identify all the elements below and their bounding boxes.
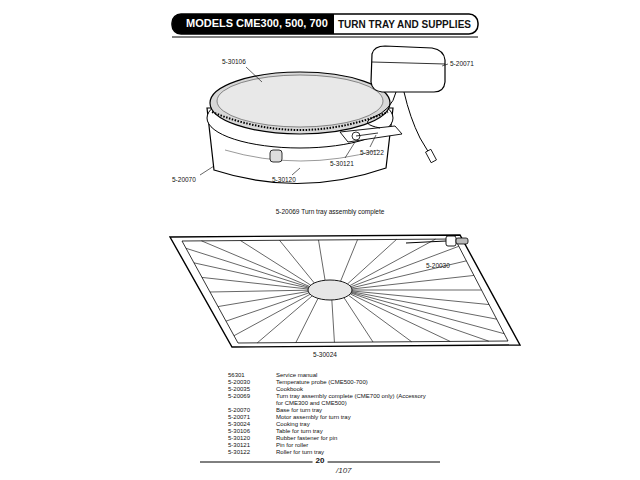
probe-handle	[446, 236, 456, 246]
pin	[356, 133, 378, 136]
part-description: Cookbook	[276, 386, 426, 393]
header-frame	[172, 14, 478, 34]
tray-rib	[202, 277, 308, 289]
tray-ribs	[186, 239, 504, 343]
handwritten-note: /107	[336, 467, 352, 476]
callout-number: 5-20070	[172, 176, 196, 183]
plug	[426, 149, 437, 162]
part-number: 5-20069	[228, 393, 250, 400]
tray-rib	[350, 294, 450, 341]
leader-line	[246, 67, 262, 82]
leader-line	[292, 168, 300, 175]
base-shading	[225, 150, 378, 161]
tray-rib	[344, 298, 373, 342]
part-description: Roller for turn tray	[276, 449, 426, 456]
tray-rib	[348, 239, 397, 284]
leader-line	[200, 166, 214, 175]
header-rule	[172, 37, 478, 38]
tray-rib	[352, 292, 497, 319]
tray-rib	[351, 292, 504, 333]
tray-rib	[241, 241, 311, 286]
tray-rib	[210, 290, 308, 292]
tray-rib	[280, 240, 315, 283]
callout-number: 5-30122	[360, 149, 384, 156]
part-description: Pin for roller	[276, 442, 426, 449]
header-black-band	[172, 14, 334, 34]
leader-line	[442, 64, 448, 66]
callout-number: 5-20030	[426, 262, 450, 269]
page-title: MODELS CME300, 500, 700	[186, 17, 328, 29]
tray-rib	[257, 296, 312, 343]
tray-rib	[234, 294, 310, 335]
tray-rib	[352, 275, 474, 289]
tray-rib	[226, 293, 309, 321]
part-description: Cooking tray	[276, 421, 426, 428]
tray-rib	[319, 240, 326, 280]
turn-table-inner	[217, 75, 383, 127]
roller-bracket	[340, 126, 402, 142]
section-title: TURN TRAY AND SUPPLIES	[338, 19, 471, 30]
part-number: 5-20035	[228, 386, 250, 393]
motor-cable	[404, 92, 432, 158]
part-description: Rubber fastener for pin	[276, 435, 426, 442]
tray-rib	[341, 240, 358, 282]
part-number: 5-20070	[228, 407, 250, 414]
motor-cable	[368, 92, 397, 128]
tray-rib	[352, 291, 489, 305]
tray-rib	[351, 293, 489, 341]
tray-rib	[202, 241, 310, 287]
callout-number: 5-30121	[330, 160, 354, 167]
part-number: 5-20030	[228, 379, 250, 386]
callout-number: 5-30120	[272, 176, 296, 183]
leader-line	[370, 135, 376, 147]
part-number: 5-20071	[228, 414, 250, 421]
part-description: Service manual	[276, 372, 426, 379]
part-number: 5-30024	[228, 421, 250, 428]
figure-caption: 5-20069 Turn tray assembly complete	[276, 208, 385, 215]
cooking-tray	[170, 235, 520, 347]
part-description: Turn tray assembly complete (CME700 only…	[276, 393, 426, 406]
tray-rib	[350, 239, 436, 286]
tray-rib	[218, 291, 308, 306]
part-description: Temperature probe (CME500-700)	[276, 379, 426, 386]
page-number: 20	[313, 457, 328, 466]
part-number: 56301	[228, 372, 245, 379]
base-knob	[270, 150, 282, 162]
motor-housing-edge	[372, 62, 445, 64]
callout-number: 5-20071	[450, 60, 474, 67]
leader-line	[345, 142, 355, 158]
part-number: 5-30106	[228, 428, 250, 435]
motor-housing	[371, 46, 445, 92]
part-number: 5-30122	[228, 449, 250, 456]
cooking-tray-rim	[182, 239, 508, 343]
tray-rib	[186, 248, 309, 287]
callout-number: 5-30106	[222, 58, 246, 65]
probe-needle	[406, 241, 446, 243]
part-number: 5-30121	[228, 442, 250, 449]
part-description: Table for turn tray	[276, 428, 426, 435]
tray-rib	[332, 300, 335, 342]
tray-rib	[351, 246, 459, 287]
callout-number: 5-30024	[313, 351, 337, 358]
tray-rib	[194, 263, 308, 288]
probe-plug	[456, 238, 468, 244]
tray-rib	[296, 298, 318, 342]
tray-center	[308, 280, 352, 300]
table-rim-teeth	[212, 112, 388, 130]
tray-rib	[352, 261, 467, 288]
part-description: Base for turn tray	[276, 407, 426, 414]
tray-rib	[349, 295, 412, 341]
tray-rib	[352, 290, 482, 291]
turn-table-top	[210, 72, 390, 134]
part-number: 5-30120	[228, 435, 250, 442]
part-description: Motor assembly for turn tray	[276, 414, 426, 421]
